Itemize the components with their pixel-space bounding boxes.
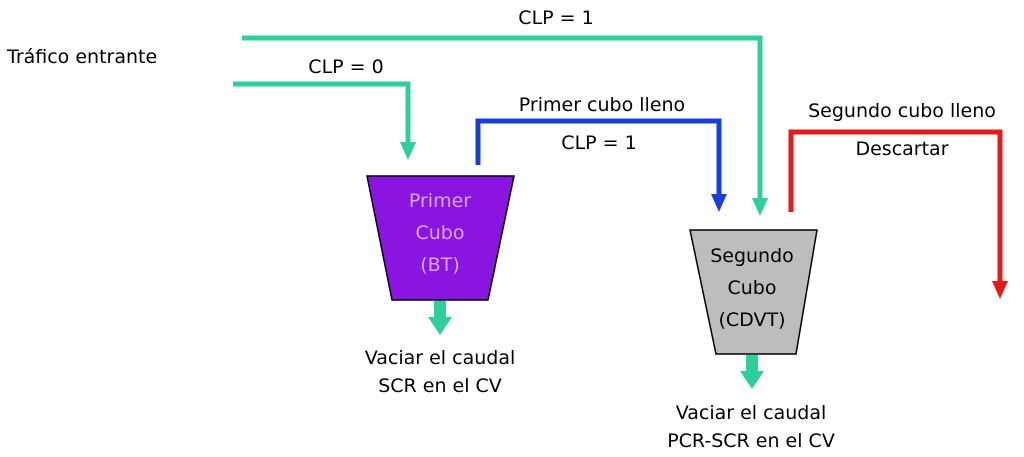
first-bucket bbox=[366, 175, 515, 301]
clp0-label: CLP = 0 bbox=[308, 56, 383, 78]
second-bucket bbox=[689, 229, 818, 355]
second-drain-label-line2: PCR-SCR en el CV bbox=[667, 430, 835, 452]
second-drain-label-line1: Vaciar el caudal bbox=[676, 402, 827, 424]
first-drain-label-line1: Vaciar el caudal bbox=[365, 347, 516, 369]
discard-red-line bbox=[788, 129, 1003, 283]
clp1-top-label: CLP = 1 bbox=[518, 7, 593, 29]
first-drain-arrow-shaft bbox=[434, 301, 446, 319]
second-bucket-label-line2: Cubo bbox=[728, 277, 777, 299]
first-drain-label-line2: SCR en el CV bbox=[378, 375, 502, 397]
second-bucket-full-label: Segundo cubo lleno bbox=[808, 100, 996, 122]
second-drain-arrowhead bbox=[740, 371, 764, 389]
incoming-traffic-label: Tráfico entrante bbox=[6, 46, 157, 68]
first-drain-arrowhead bbox=[428, 317, 452, 335]
first-bucket-label-line1: Primer bbox=[409, 190, 471, 212]
first-bucket-label-line3: (BT) bbox=[420, 254, 459, 276]
first-bucket-full-label: Primer cubo lleno bbox=[519, 94, 685, 116]
clp1-mid-label: CLP = 1 bbox=[561, 132, 636, 154]
overflow-blue-arrowhead bbox=[711, 194, 727, 212]
second-drain-arrow-shaft bbox=[746, 355, 758, 373]
second-bucket-label-line3: (CDVT) bbox=[719, 309, 786, 331]
clp1-teal-line bbox=[242, 35, 763, 200]
clp0-teal-arrowhead bbox=[400, 142, 416, 160]
clp1-teal-arrowhead bbox=[752, 198, 768, 216]
second-bucket-label-line1: Segundo bbox=[710, 245, 794, 267]
discard-label: Descartar bbox=[855, 138, 948, 160]
discard-red-arrowhead bbox=[992, 281, 1008, 299]
overflow-blue-line bbox=[475, 118, 722, 196]
clp0-teal-line bbox=[233, 81, 411, 144]
first-bucket-label-line2: Cubo bbox=[416, 222, 465, 244]
